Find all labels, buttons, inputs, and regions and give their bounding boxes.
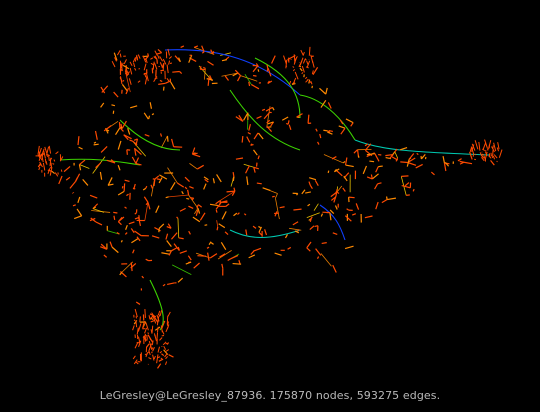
- long-edges: [59, 49, 491, 331]
- graph-caption: LeGresley@LeGresley_87936. 175870 nodes,…: [99, 389, 441, 402]
- dense-clusters: [35, 45, 503, 369]
